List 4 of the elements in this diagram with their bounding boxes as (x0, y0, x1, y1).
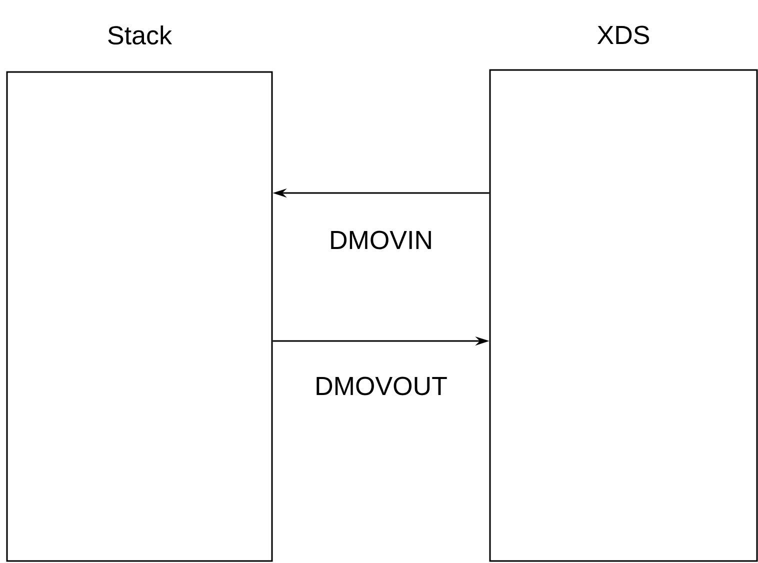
block-heading: Stack (108, 25, 172, 45)
edge-label: DMOVOUT (316, 376, 447, 396)
edge-label: DMOVIN (331, 230, 431, 250)
block-heading: XDS (597, 26, 650, 44)
